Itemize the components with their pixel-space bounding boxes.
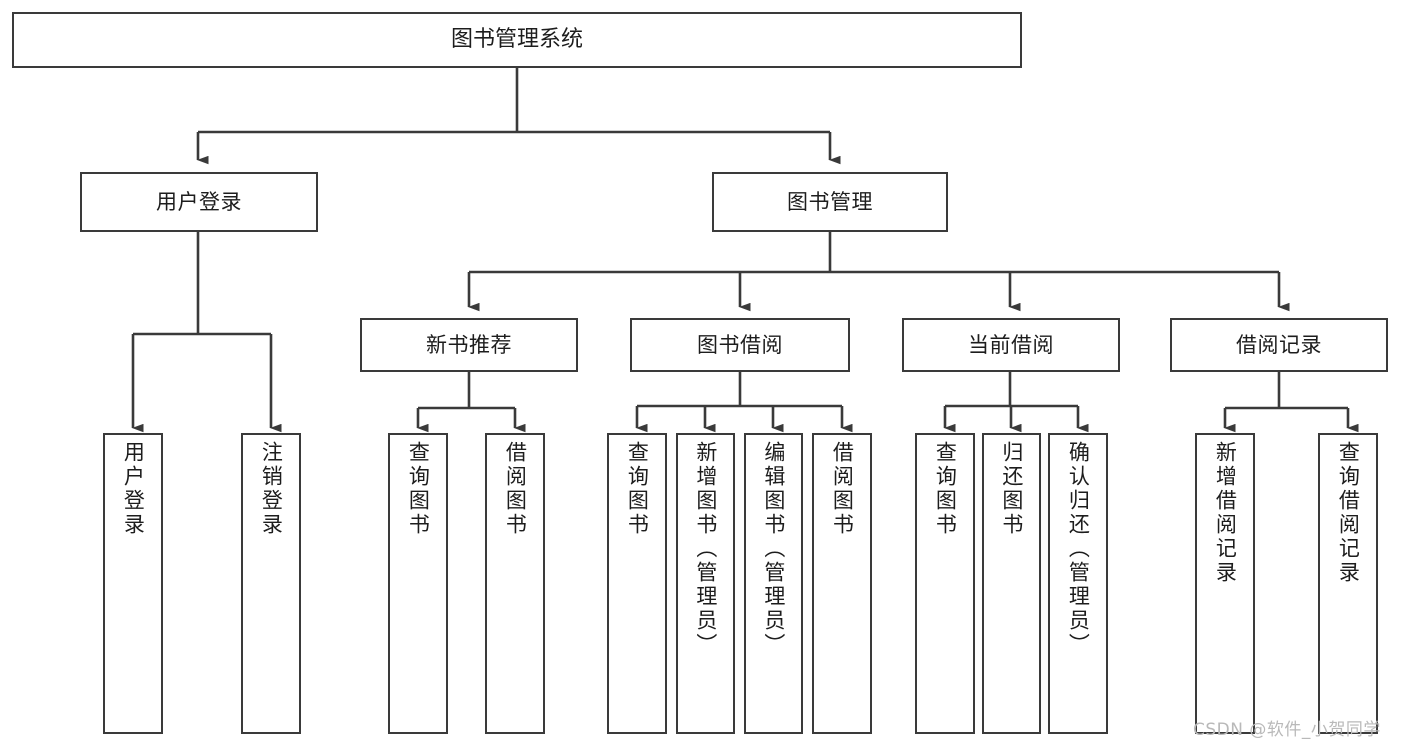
leaf-return-book[interactable]: 归还图书 (982, 433, 1041, 734)
leaf-confirm-return-label: 确认归还（管理员） (1066, 441, 1091, 657)
leaf-query-record[interactable]: 查询借阅记录 (1318, 433, 1378, 734)
node-user-login-label: 用户登录 (156, 189, 242, 214)
node-book-borrow[interactable]: 图书借阅 (630, 318, 850, 372)
leaf-query-book-2[interactable]: 查询图书 (607, 433, 667, 734)
csdn-watermark: CSDN @软件_小贺同学 (1193, 720, 1381, 740)
leaf-borrow-book-2-label: 借阅图书 (830, 441, 855, 537)
leaf-borrow-book-1-label: 借阅图书 (503, 441, 528, 537)
node-borrow-record[interactable]: 借阅记录 (1170, 318, 1388, 372)
node-book-management[interactable]: 图书管理 (712, 172, 948, 232)
leaf-user-login-label: 用户登录 (121, 441, 146, 537)
leaf-query-book-3-label: 查询图书 (933, 441, 958, 537)
leaf-logout-login[interactable]: 注销登录 (241, 433, 301, 734)
leaf-query-book-1-label: 查询图书 (406, 441, 431, 537)
node-book-management-label: 图书管理 (787, 189, 873, 214)
leaf-return-book-label: 归还图书 (999, 441, 1024, 537)
leaf-add-book[interactable]: 新增图书（管理员） (676, 433, 735, 734)
leaf-add-book-label: 新增图书（管理员） (693, 441, 718, 657)
leaf-query-record-label: 查询借阅记录 (1336, 441, 1361, 585)
leaf-borrow-book-2[interactable]: 借阅图书 (812, 433, 872, 734)
leaf-query-book-2-label: 查询图书 (625, 441, 650, 537)
leaf-logout-login-label: 注销登录 (259, 441, 284, 537)
node-new-book-recommend-label: 新书推荐 (426, 332, 512, 357)
node-current-borrow[interactable]: 当前借阅 (902, 318, 1120, 372)
leaf-confirm-return[interactable]: 确认归还（管理员） (1048, 433, 1108, 734)
node-book-borrow-label: 图书借阅 (697, 332, 783, 357)
leaf-query-book-1[interactable]: 查询图书 (388, 433, 448, 734)
leaf-add-record[interactable]: 新增借阅记录 (1195, 433, 1255, 734)
node-user-login[interactable]: 用户登录 (80, 172, 318, 232)
leaf-edit-book[interactable]: 编辑图书（管理员） (744, 433, 803, 734)
node-root-label: 图书管理系统 (450, 27, 583, 53)
leaf-add-record-label: 新增借阅记录 (1213, 441, 1238, 585)
leaf-query-book-3[interactable]: 查询图书 (915, 433, 975, 734)
leaf-user-login[interactable]: 用户登录 (103, 433, 163, 734)
node-root[interactable]: 图书管理系统 (12, 12, 1022, 68)
leaf-borrow-book-1[interactable]: 借阅图书 (485, 433, 545, 734)
leaf-edit-book-label: 编辑图书（管理员） (761, 441, 786, 657)
node-current-borrow-label: 当前借阅 (968, 332, 1054, 357)
node-new-book-recommend[interactable]: 新书推荐 (360, 318, 578, 372)
node-borrow-record-label: 借阅记录 (1236, 332, 1322, 357)
